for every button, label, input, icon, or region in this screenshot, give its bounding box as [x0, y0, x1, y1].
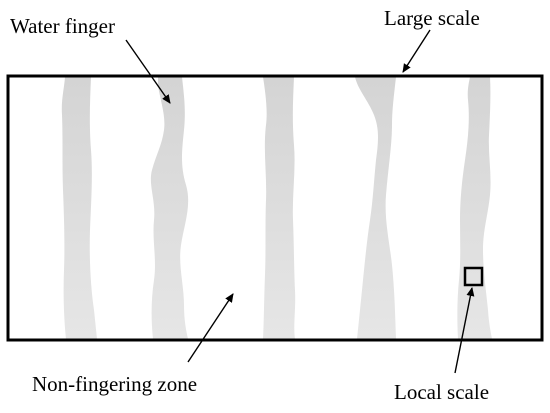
water-finger-3 — [263, 77, 296, 339]
arrow-water-finger — [125, 39, 171, 104]
water-fingers — [61, 77, 492, 339]
local-scale-box — [463, 266, 484, 287]
arrow-large-scale — [402, 29, 431, 73]
arrow-local-scale — [454, 287, 475, 374]
water-finger-4 — [355, 77, 396, 339]
label-large-scale: Large scale — [384, 6, 480, 30]
label-water-finger: Water finger — [10, 14, 115, 38]
water-finger-5 — [457, 77, 492, 339]
large-scale-domain — [6, 74, 544, 342]
label-local-scale: Local scale — [394, 380, 489, 404]
pointer-arrows — [125, 29, 475, 374]
label-non-fingering-zone: Non-fingering zone — [32, 372, 197, 396]
water-finger-1 — [61, 77, 97, 339]
water-finger-2 — [150, 77, 189, 339]
arrow-non-fingering-zone — [187, 293, 234, 363]
